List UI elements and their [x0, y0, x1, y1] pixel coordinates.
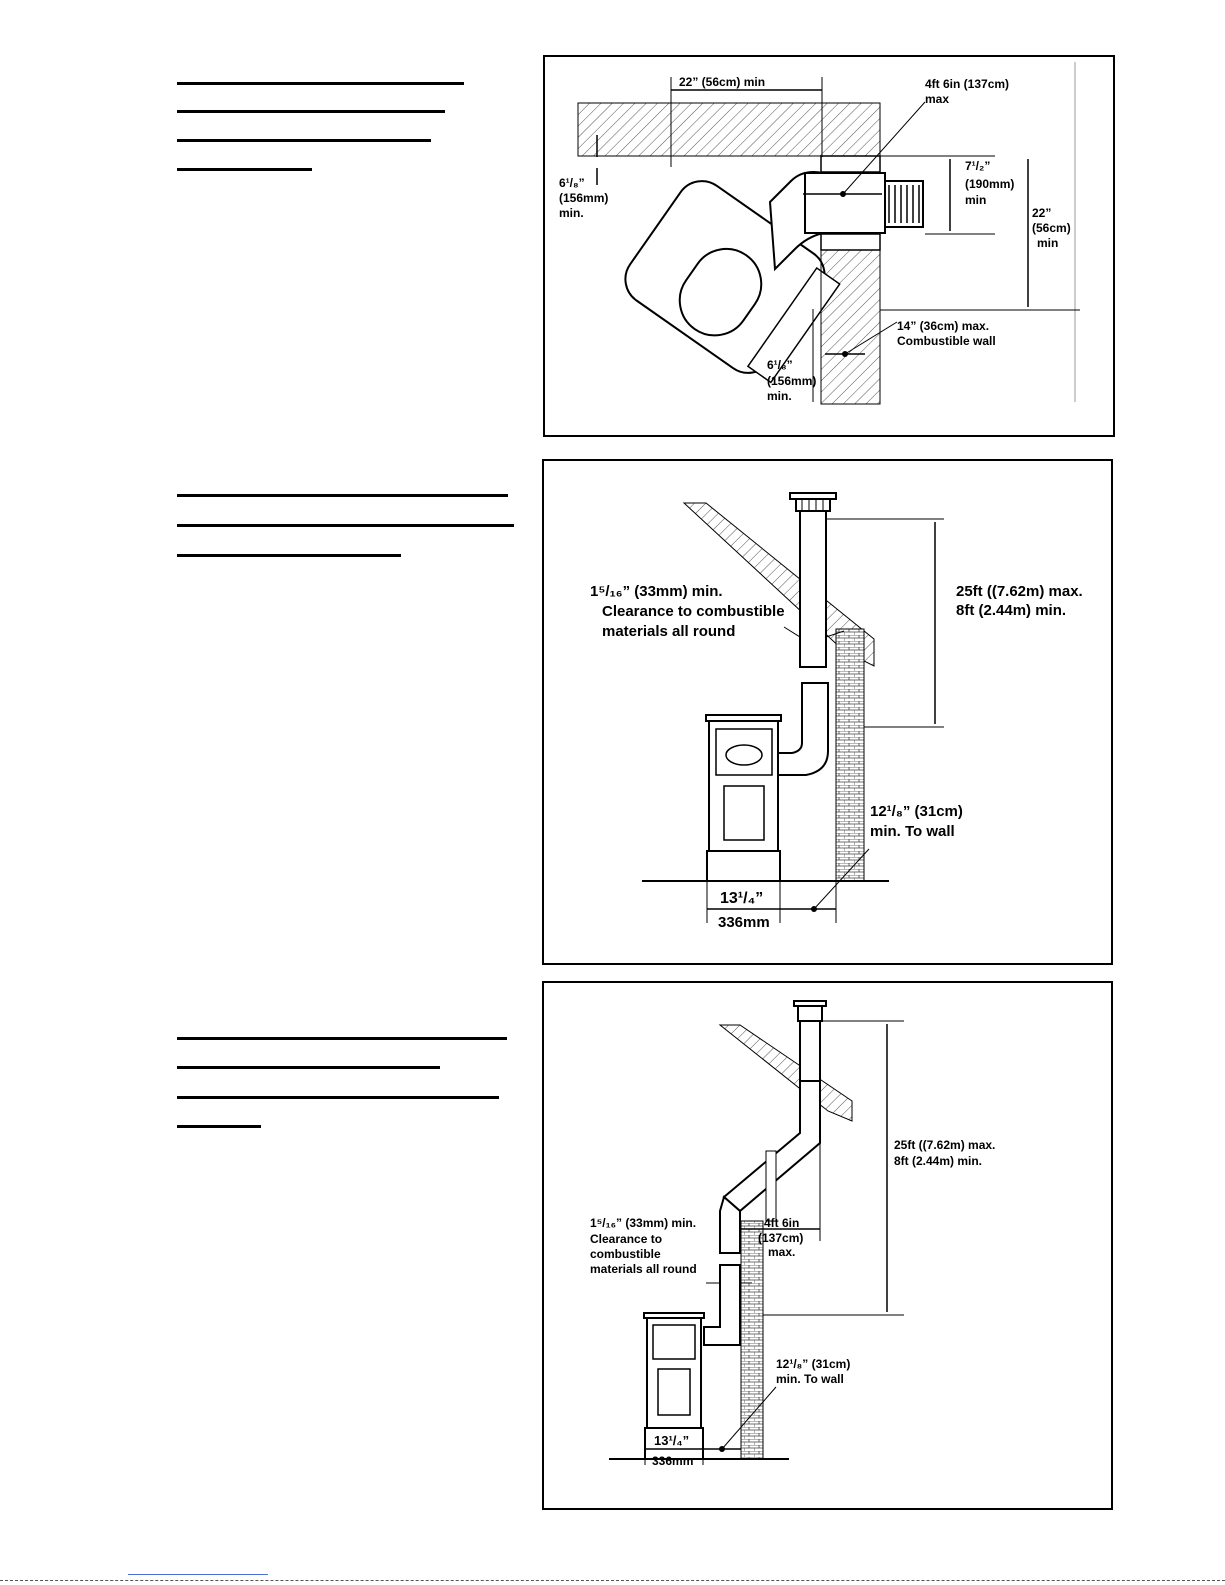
heading-line [177, 1096, 499, 1099]
label-clearance-4: materials all round [590, 1262, 697, 1276]
heading-line [177, 494, 508, 497]
cowl-icon [793, 1000, 827, 1022]
heading-line [177, 1125, 261, 1128]
label-clearance-2: Clearance to [590, 1232, 662, 1246]
label-base-1: 13¹/₄” [720, 890, 763, 907]
label-clearance-2: Clearance to combustible [602, 603, 785, 620]
heading-line [177, 1066, 440, 1069]
heading-line [177, 554, 401, 557]
label-height-3: min [965, 193, 986, 207]
label-max-run-2: max [925, 92, 949, 106]
label-bottom-clear-2: (156mm) [767, 374, 816, 388]
heading-line [177, 82, 464, 85]
stove-elevation [705, 714, 782, 882]
wall-hatched-top [577, 102, 881, 157]
label-bottom-clear-1: 6¹/₈” [767, 358, 793, 372]
cowl-icon [789, 492, 837, 512]
label-right-clear-3: min [1037, 236, 1058, 250]
flue-pipe [799, 510, 827, 668]
label-height-2: 8ft (2.44m) min. [956, 602, 1066, 619]
label-left-clear-3: min. [559, 206, 584, 220]
label-height-1: 25ft ((7.62m) max. [894, 1138, 995, 1152]
label-clearance-1: 1⁵/₁₆” (33mm) min. [590, 1216, 696, 1230]
label-height-1: 25ft ((7.62m) max. [956, 583, 1083, 600]
flue-duct [804, 172, 886, 234]
label-base-2: 336mm [718, 914, 770, 931]
label-offset-1: 4ft 6in [764, 1216, 799, 1230]
label-right-clear-1: 22” [1032, 206, 1051, 220]
figure-plan-view: 22” (56cm) min 4ft 6in (137cm) max 6¹/₈”… [543, 55, 1115, 437]
heading-line [177, 168, 312, 171]
label-wall-2: min. To wall [870, 823, 955, 840]
label-wall-1: 12¹/₈” (31cm) [870, 803, 963, 820]
stove-elevation [643, 1312, 705, 1460]
figure-vertical-flue: 25ft ((7.62m) max. 8ft (2.44m) min. 1⁵/₁… [542, 459, 1113, 965]
label-height-2: (190mm) [965, 177, 1014, 191]
label-bottom-clear-3: min. [767, 389, 792, 403]
heading-line [177, 1037, 507, 1040]
label-base-1: 13¹/₄” [654, 1433, 689, 1448]
label-left-clear-2: (156mm) [559, 191, 608, 205]
label-wall-2: min. To wall [776, 1372, 844, 1386]
heading-line [177, 110, 445, 113]
heading-line [177, 139, 431, 142]
label-offset-3: max. [768, 1245, 795, 1259]
brick-chimney [835, 628, 865, 882]
heading-line [177, 524, 514, 527]
label-clearance-3: combustible [590, 1247, 661, 1261]
label-height-1: 7¹/₂” [965, 159, 990, 173]
label-right-clear-2: (56cm) [1032, 221, 1071, 235]
label-wall-1: 12¹/₈” (31cm) [776, 1357, 850, 1371]
figure-offset-flue: 25ft ((7.62m) max. 8ft (2.44m) min. 4ft … [542, 981, 1113, 1510]
footer-link-underline [128, 1574, 268, 1575]
label-clearance-1: 1⁵/₁₆” (33mm) min. [590, 583, 723, 600]
label-offset-2: (137cm) [758, 1231, 803, 1245]
flue-terminal [884, 180, 924, 228]
label-max-run-1: 4ft 6in (137cm) [925, 77, 1009, 91]
label-wall-2: Combustible wall [897, 334, 996, 348]
label-clear-top: 22” (56cm) min [679, 75, 765, 89]
footer-rule [0, 1580, 1225, 1581]
roof [718, 1024, 853, 1122]
label-clearance-3: materials all round [602, 623, 735, 640]
label-wall-1: 14” (36cm) max. [897, 319, 989, 333]
label-height-2: 8ft (2.44m) min. [894, 1154, 982, 1168]
label-base-2: 336mm [652, 1454, 693, 1468]
label-left-clear-1: 6¹/₈” [559, 176, 585, 190]
